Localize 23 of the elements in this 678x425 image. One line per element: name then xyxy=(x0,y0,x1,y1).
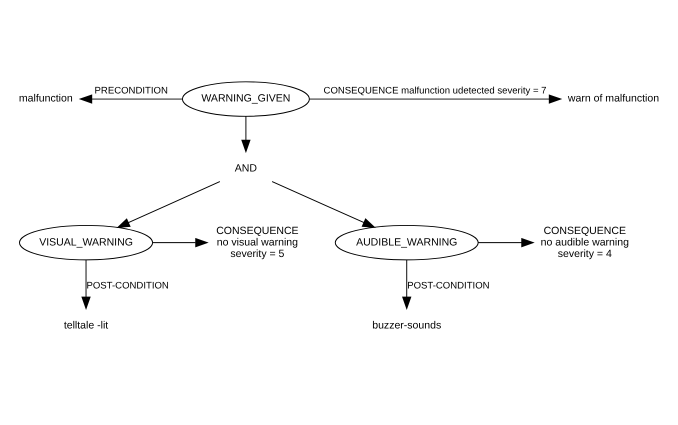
arrow xyxy=(152,238,209,248)
edge-label: POST-CONDITION xyxy=(407,280,490,292)
arrow xyxy=(241,116,251,154)
arrow xyxy=(78,94,183,104)
node-ellipse: VISUAL_WARNING xyxy=(19,224,154,260)
edge-label: CONSEQUENCE malfunction udetected severity = 7 xyxy=(324,85,547,96)
node-text: AND xyxy=(234,162,258,175)
edge-label: POST-CONDITION xyxy=(86,280,169,292)
arrow xyxy=(309,94,562,104)
node-text: warn of malfunction xyxy=(568,92,660,105)
arrow xyxy=(478,238,535,248)
node-text: malfunction xyxy=(18,92,73,105)
arrow xyxy=(272,181,376,228)
node-text: CONSEQUENCE no visual warning severity = 5 xyxy=(216,224,299,260)
edge-label: PRECONDITION xyxy=(94,85,168,96)
node-ellipse: WARNING_GIVEN xyxy=(182,81,310,117)
node-text: telltale -lit xyxy=(64,320,108,332)
node-text: CONSEQUENCE no audible warning severity = 4 xyxy=(540,224,629,260)
arrow xyxy=(116,181,220,228)
arrow xyxy=(81,260,91,310)
arrow xyxy=(402,260,412,310)
node-ellipse: AUDIBLE_WARNING xyxy=(334,224,479,260)
node-text: buzzer-sounds xyxy=(372,320,442,332)
